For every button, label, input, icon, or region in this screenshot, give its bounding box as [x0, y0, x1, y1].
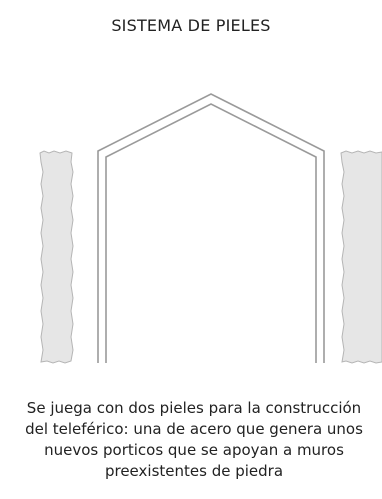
inner-steel-frame [105, 103, 317, 363]
left-stone-wall [39, 150, 74, 364]
caption-line-4: preexistentes de piedra [104, 462, 284, 480]
caption-line-1: Se juega con dos pieles para la construc… [26, 399, 362, 417]
caption-line-3: nuevos porticos que se apoyan a muros [44, 441, 344, 459]
outer-steel-frame [97, 93, 325, 363]
skin-system-diagram [39, 93, 382, 364]
right-stone-wall [340, 150, 382, 364]
diagram-title: SISTEMA DE PIELES [111, 16, 271, 35]
caption-line-2: del teleférico: una de acero que genera … [25, 420, 363, 438]
diagram-caption: Se juega con dos pieles para la construc… [0, 398, 382, 482]
